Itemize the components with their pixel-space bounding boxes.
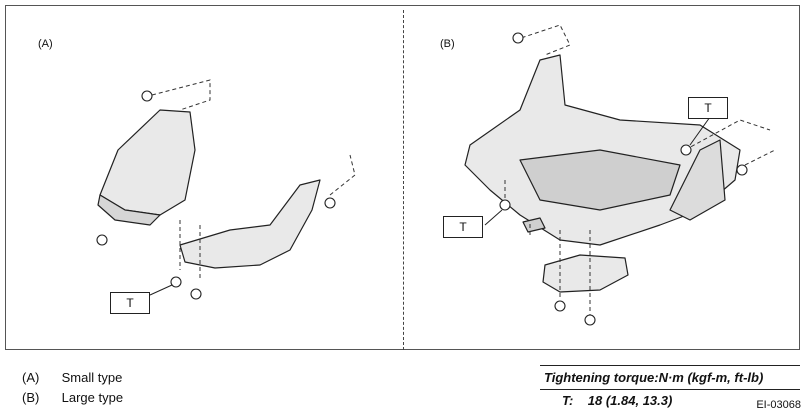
legend-text: Small type xyxy=(61,370,123,385)
bolt-icon xyxy=(170,276,182,288)
bolt-icon xyxy=(190,288,202,300)
bolt-icon xyxy=(680,144,692,156)
torque-marker-b-right: T xyxy=(688,97,728,119)
legend-row-b: (B) Large type xyxy=(22,390,123,405)
legend-row-a: (A) Small type xyxy=(22,370,122,385)
bolt-icon xyxy=(512,32,524,44)
torque-value: 18 (1.84, 13.3) xyxy=(587,393,673,408)
bolt-icon xyxy=(324,197,336,209)
legend-text: Large type xyxy=(61,390,124,405)
torque-marker-a: T xyxy=(110,292,150,314)
torque-spec: Tightening torque:N·m (kgf-m, ft-lb) T: … xyxy=(540,365,800,412)
bolt-icon xyxy=(736,164,748,176)
bolt-icon xyxy=(554,300,566,312)
bolt-icon xyxy=(141,90,153,102)
panel-divider xyxy=(403,10,404,350)
legend-key: (B) xyxy=(22,390,40,405)
large-cover-center-detail xyxy=(519,149,681,211)
bolt-icon xyxy=(96,234,108,246)
panel-b-label: (B) xyxy=(440,38,455,50)
small-bracket xyxy=(522,217,546,233)
panel-a-label: (A) xyxy=(38,38,53,50)
small-cover-front-piece xyxy=(99,109,196,216)
torque-rule xyxy=(540,365,800,366)
torque-title: Tightening torque:N·m (kgf-m, ft-lb) xyxy=(544,370,764,385)
bolt-icon xyxy=(499,199,511,211)
torque-value-row: T: 18 (1.84, 13.3) xyxy=(540,389,800,412)
small-cover-side-piece xyxy=(179,179,321,269)
bolt-icon xyxy=(584,314,596,326)
torque-label: T: xyxy=(562,393,574,408)
large-cover-right-flank xyxy=(669,139,726,221)
small-cover-lower-lip xyxy=(97,194,161,226)
torque-marker-b-left: T xyxy=(443,216,483,238)
figure-id: EI-03068 xyxy=(756,399,801,411)
legend-key: (A) xyxy=(22,370,40,385)
lower-plate xyxy=(542,254,629,293)
